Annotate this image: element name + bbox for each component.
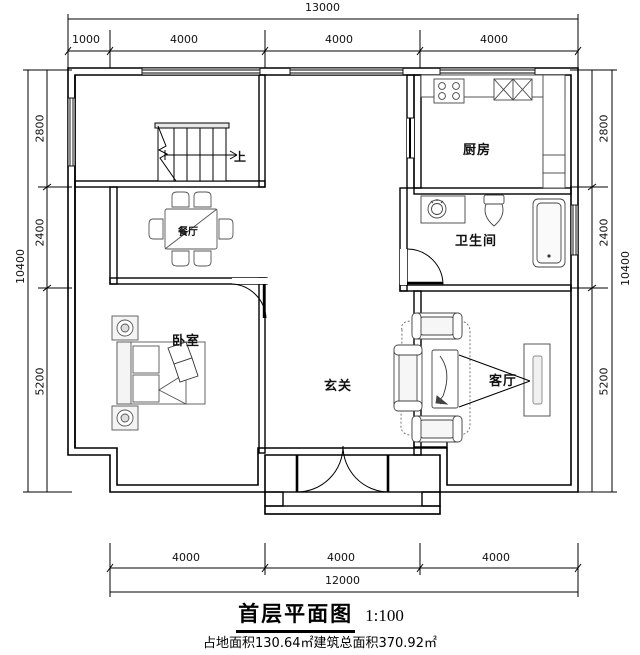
kitchen-fixtures <box>420 74 566 189</box>
room-label-foyer: 玄关 <box>324 379 353 394</box>
dim-right-seg-5200: 5200 <box>597 367 611 396</box>
entrance-porch <box>264 491 441 515</box>
room-label-kitchen: 厨房 <box>463 143 492 158</box>
dim-top-seg-2: 4000 <box>170 33 198 46</box>
drawing-title-block: 首层平面图 1:100 <box>0 598 640 633</box>
door-bedroom <box>231 278 268 319</box>
door-main-entrance <box>295 445 390 493</box>
window-top-2 <box>289 67 404 76</box>
dim-top-seg-4: 4000 <box>480 33 508 46</box>
drawing-title: 首层平面图 <box>236 598 356 633</box>
bathroom-fixtures <box>420 194 566 268</box>
door-bathroom <box>400 248 444 286</box>
dim-bottom-seg-3: 4000 <box>482 551 510 564</box>
living-room-furniture <box>393 312 551 443</box>
room-label-bathroom: 卫生间 <box>455 234 498 249</box>
room-label-living-room: 客厅 <box>489 374 518 389</box>
window-right-bath <box>570 204 579 256</box>
dim-left-seg-2800: 2800 <box>33 114 47 143</box>
staircase <box>154 122 238 182</box>
left-dimension-lines <box>23 69 72 493</box>
door-kitchen <box>407 117 414 159</box>
window-top-1 <box>141 67 261 76</box>
drawing-scale: 1:100 <box>365 606 404 625</box>
dim-top-overall: 13000 <box>305 1 340 14</box>
dim-left-seg-5200: 5200 <box>33 367 47 396</box>
dim-bottom-seg-1: 4000 <box>172 551 200 564</box>
dim-bottom-seg-2: 4000 <box>327 551 355 564</box>
top-dimension-lines <box>64 14 582 68</box>
right-dimension-lines <box>570 69 617 493</box>
bottom-dimension-lines <box>106 543 582 597</box>
building-walls <box>67 67 579 493</box>
drawing-area-note: 占地面积130.64㎡建筑总面积370.92㎡ <box>203 636 437 651</box>
bedroom-furniture <box>111 315 206 431</box>
stair-direction-label: 上 <box>234 150 247 164</box>
dim-left-overall: 10400 <box>14 249 27 284</box>
dim-left-seg-2400: 2400 <box>33 218 47 247</box>
dim-right-overall: 10400 <box>619 251 632 286</box>
dim-top-seg-1: 1000 <box>72 33 100 46</box>
window-top-3 <box>439 67 536 76</box>
room-label-bedroom: 卧室 <box>172 334 201 349</box>
dim-right-seg-2800: 2800 <box>597 114 611 143</box>
dim-right-seg-2400: 2400 <box>597 218 611 247</box>
dining-table-set <box>148 191 234 267</box>
dim-bottom-overall: 12000 <box>325 574 360 587</box>
dim-top-seg-3: 4000 <box>325 33 353 46</box>
room-label-dining-room: 餐厅 <box>178 227 198 238</box>
window-left <box>67 97 76 167</box>
